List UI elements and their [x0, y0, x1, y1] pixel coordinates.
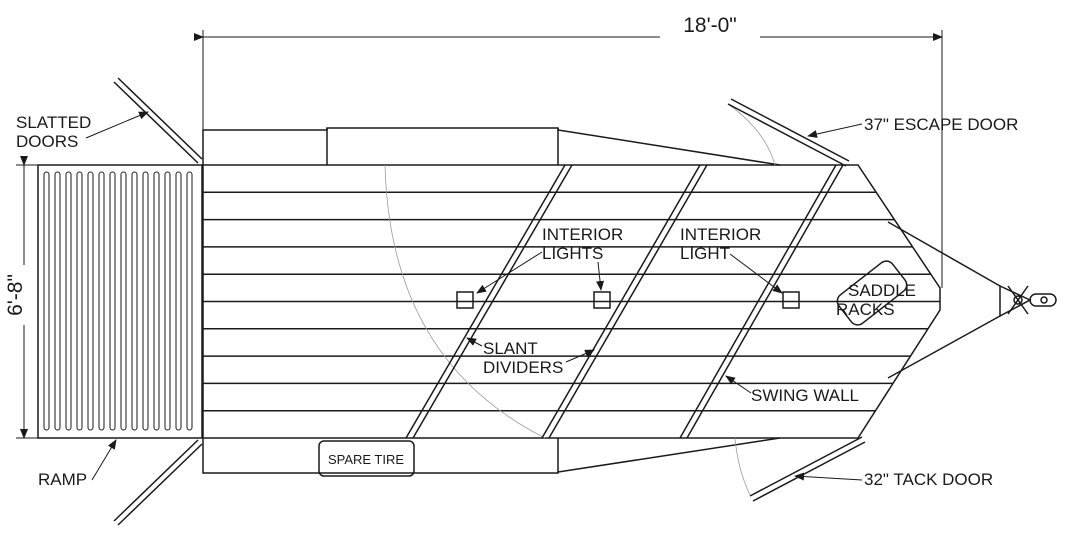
label-escape-door: 37" ESCAPE DOOR [807, 115, 1018, 138]
slatted-doors [113, 77, 203, 526]
light-fixture-icon [456, 291, 474, 309]
ramp-slat [43, 171, 50, 431]
label-slant-dividers: SLANT DIVIDERS [466, 337, 595, 377]
interior-lights-label-line2: LIGHTS [542, 244, 603, 263]
ramp-slat [175, 171, 182, 431]
spare-tire-label: SPARE TIRE [328, 452, 404, 467]
interior-lights-label-line1: INTERIOR [542, 225, 623, 244]
saddle-racks-label-line1: SADDLE [848, 281, 916, 300]
length-dimension-label: 18'-0" [683, 14, 737, 37]
label-swing-wall: SWING WALL [725, 375, 859, 405]
hitch-tongue [887, 221, 1057, 379]
coupler-ball-icon [1029, 293, 1057, 307]
spare-tire: SPARE TIRE [318, 440, 415, 477]
ramp-slat [164, 171, 171, 431]
slant-dividers [405, 164, 844, 439]
light-fixture-icon [782, 291, 800, 309]
interior-light-label-line1: INTERIOR [680, 225, 761, 244]
trailer-body [202, 127, 941, 474]
label-slatted-doors: SLATTED DOORS [16, 111, 149, 151]
jack-crank-icon [1007, 285, 1029, 315]
interior-light-label-line2: LIGHT [680, 244, 730, 263]
ramp-slat [65, 171, 72, 431]
width-dimension: 6'-8" [4, 156, 40, 439]
label-interior-lights: INTERIOR LIGHTS [476, 225, 623, 294]
tack-door [749, 436, 866, 502]
ramp-slats [43, 171, 193, 431]
length-dimension: 18'-0" [194, 12, 943, 288]
saddle-rack [836, 260, 908, 326]
ramp-slat [131, 171, 138, 431]
saddle-racks-label-line2: RACKS [836, 300, 895, 319]
ramp-slat [153, 171, 160, 431]
label-saddle-racks: SADDLE RACKS [836, 281, 916, 319]
ramp [37, 164, 203, 439]
ramp-slat [142, 171, 149, 431]
swing-wall-label: SWING WALL [751, 386, 859, 405]
slant-dividers-label-line2: DIVIDERS [483, 358, 563, 377]
slant-dividers-label-line1: SLANT [483, 339, 538, 358]
slatted-doors-label-line1: SLATTED [16, 113, 91, 132]
escape-door [727, 98, 850, 167]
ramp-slat [76, 171, 83, 431]
door-swing-arcs [384, 103, 776, 496]
label-interior-light: INTERIOR LIGHT [680, 225, 783, 294]
tack-door-label: 32" TACK DOOR [864, 470, 993, 489]
ramp-slat [109, 171, 116, 431]
ramp-label: RAMP [38, 470, 87, 489]
ramp-slat [87, 171, 94, 431]
ramp-slat [54, 171, 61, 431]
interior-light-fixtures [456, 291, 800, 309]
escape-door-label: 37" ESCAPE DOOR [864, 115, 1018, 134]
ramp-slat [98, 171, 105, 431]
floor-boards [203, 191, 940, 412]
label-tack-door: 32" TACK DOOR [794, 470, 993, 489]
light-fixture-icon [593, 291, 611, 309]
label-ramp: RAMP [38, 439, 117, 489]
slant-divider-2 [541, 164, 708, 439]
slant-divider-1 [405, 164, 573, 439]
slatted-doors-label-line2: DOORS [16, 132, 78, 151]
ramp-slat [186, 171, 193, 431]
ramp-slat [120, 171, 127, 431]
width-dimension-label: 6'-8" [4, 274, 27, 316]
swing-wall [679, 164, 844, 439]
